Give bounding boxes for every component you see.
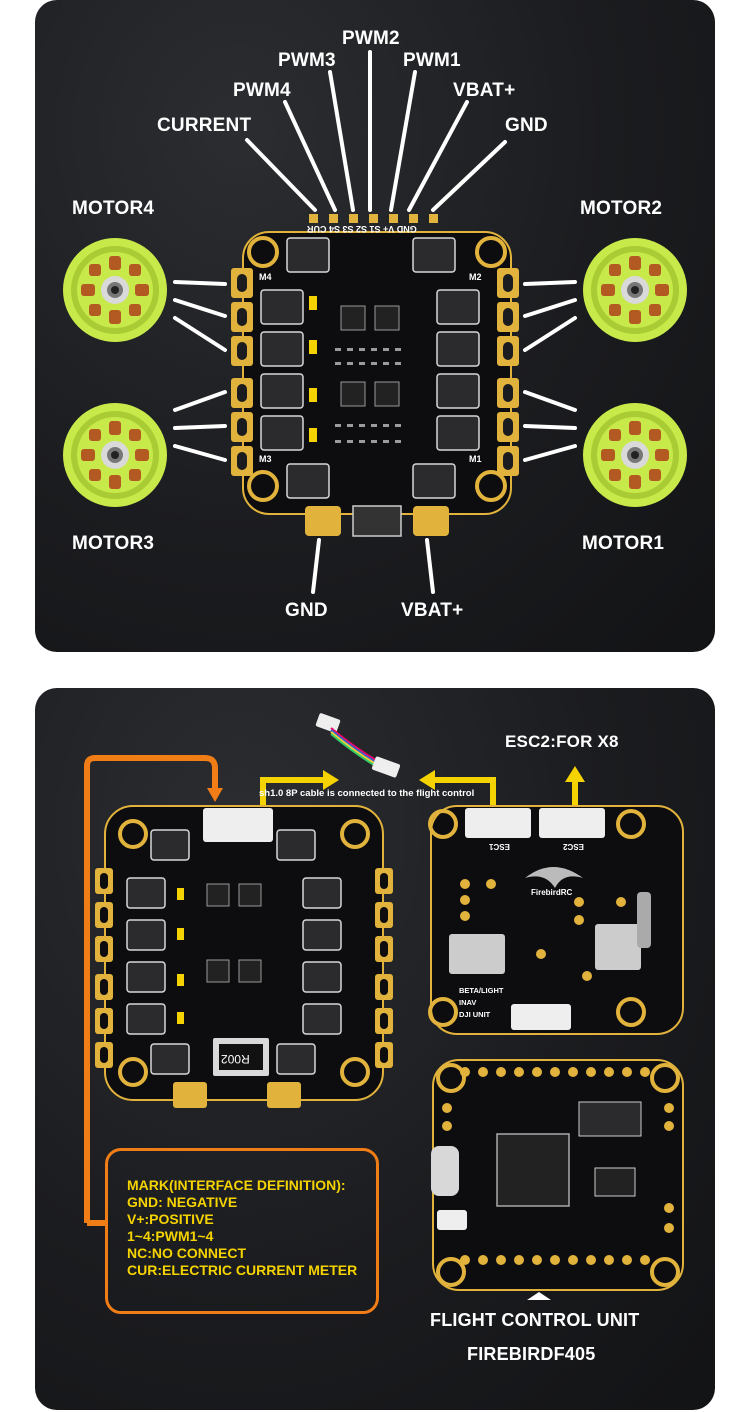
motor-1-image [583,403,687,507]
label-vbat: VBAT+ [453,80,516,101]
label-power-gnd: GND [285,600,328,621]
resistor-mark: R002 [221,1052,250,1066]
note-line-vplus: V+:POSITIVE [127,1211,214,1227]
corner-mark-m1: M1 [469,454,482,464]
label-pwm4: PWM4 [233,80,291,101]
note-line-gnd: GND: NEGATIVE [127,1194,238,1210]
label-pwm1: PWM1 [403,50,461,71]
label-motor4: MOTOR4 [72,198,155,219]
fc-model: FIREBIRDF405 [467,1344,596,1364]
fc-title: FLIGHT CONTROL UNIT [430,1310,640,1330]
label-motor2: MOTOR2 [580,198,663,219]
label-pwm3: PWM3 [278,50,336,71]
esc-wiring-diagram [63,50,687,594]
fc-side-text-dji: DJI UNIT [459,1010,491,1019]
motor-3-image [63,403,167,507]
pin-header-label: GND V+ S1 S2 S3 S4 CUR [307,224,417,234]
fc-side-text-inav: INAV [459,998,477,1007]
label-motor3: MOTOR3 [72,533,155,554]
connector-mark-esc2: ESC2 [563,842,584,851]
esc2-label: ESC2:FOR X8 [505,732,619,751]
corner-mark-m2: M2 [469,272,482,282]
label-power-vbat: VBAT+ [401,600,464,621]
label-gnd: GND [505,115,548,136]
corner-mark-m4: M4 [259,272,272,282]
fc-brand: FirebirdRC [531,888,573,897]
label-motor1: MOTOR1 [582,533,665,554]
connector-mark-esc1: ESC1 [489,842,510,851]
label-pwm2: PWM2 [342,28,400,49]
cable-note: sh1.0 8P cable is connected to the fligh… [259,788,475,799]
fc-side-text-beta: BETA/LIGHT [459,986,504,995]
label-current: CURRENT [157,115,252,136]
motor-2-image [583,238,687,342]
fc-connection-panel: sh1.0 8P cable is connected to the fligh… [35,688,715,1410]
interface-definition-box [105,1148,379,1314]
note-line-nc: NC:NO CONNECT [127,1245,246,1261]
esc-wiring-panel: PWM2 PWM3 PWM1 PWM4 VBAT+ CURRENT GND GN… [35,0,715,652]
note-line-title: MARK(INTERFACE DEFINITION): [127,1177,346,1193]
motor-4-image [63,238,167,342]
corner-mark-m3: M3 [259,454,272,464]
note-line-cur: CUR:ELECTRIC CURRENT METER [127,1262,358,1278]
fc-connection-diagram [84,713,684,1300]
note-line-pwm: 1~4:PWM1~4 [127,1228,214,1244]
